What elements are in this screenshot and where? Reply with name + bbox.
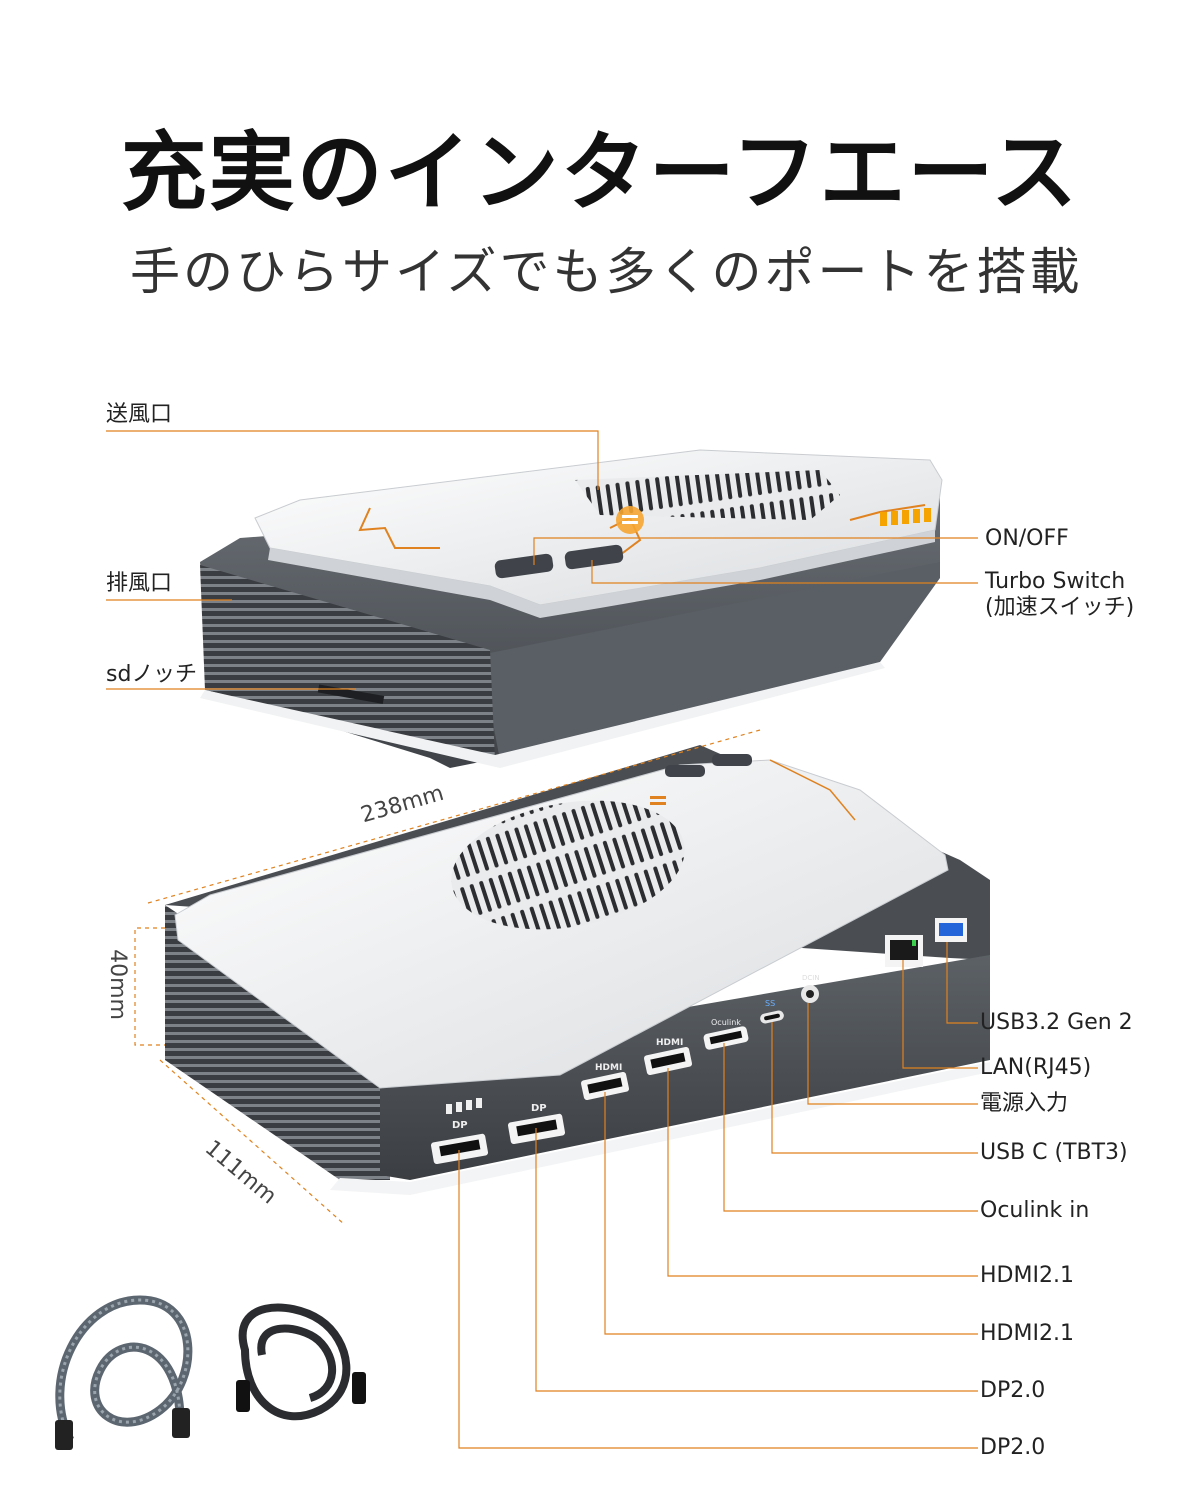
power-button[interactable] bbox=[494, 553, 554, 579]
turbo-glow bbox=[616, 506, 644, 534]
port-label-hdmi-1: HDMI2.1 bbox=[980, 1263, 1074, 1288]
silk-dp-b: DP bbox=[531, 1103, 547, 1114]
label-turbo-line1: Turbo Switch bbox=[985, 569, 1126, 594]
dimension-height: 40mm bbox=[104, 949, 130, 1020]
port-usbc bbox=[760, 1010, 784, 1024]
port-label-usbc: USB C (TBT3) bbox=[980, 1140, 1128, 1165]
accessory-braided-cable bbox=[55, 1295, 193, 1450]
port-label-oculink: Oculink in bbox=[980, 1198, 1090, 1223]
label-exhaust: 排風口 bbox=[106, 571, 173, 596]
port-oculink bbox=[703, 1026, 749, 1050]
silk-hdmi-a: HDMI bbox=[595, 1063, 622, 1073]
port-label-dp-2: DP2.0 bbox=[980, 1435, 1046, 1460]
silk-dp-a: DP bbox=[452, 1120, 468, 1131]
label-air-outlet: 送風口 bbox=[106, 402, 173, 427]
port-label-hdmi-2: HDMI2.1 bbox=[980, 1321, 1074, 1346]
label-power: ON/OFF bbox=[985, 526, 1069, 551]
lid-button-1[interactable] bbox=[665, 765, 705, 777]
top-device bbox=[106, 430, 978, 768]
turbo-button[interactable] bbox=[564, 544, 624, 570]
front-led bbox=[446, 1098, 482, 1114]
port-hdmi-2 bbox=[643, 1046, 693, 1076]
label-turbo-line2: (加速スイッチ) bbox=[985, 595, 1135, 621]
label-sd-notch: sdノッチ bbox=[106, 662, 197, 687]
port-dc-in bbox=[801, 985, 819, 1003]
port-dp-1 bbox=[430, 1133, 489, 1165]
label-turbo: Turbo Switch (加速スイッチ) bbox=[985, 569, 1134, 622]
port-hdmi-1 bbox=[580, 1071, 630, 1101]
page-subtitle: 手のひらサイズでも多くのポートを搭載 bbox=[130, 243, 1083, 301]
port-label-lan: LAN(RJ45) bbox=[980, 1055, 1092, 1080]
page-title: 充実のインターフエース bbox=[120, 123, 1080, 223]
port-lan bbox=[885, 935, 923, 967]
silk-oculink: Oculink bbox=[711, 1018, 741, 1027]
silk-usb-logo: SS bbox=[765, 999, 775, 1008]
lid-button-2[interactable] bbox=[712, 754, 752, 766]
accessory-black-cable bbox=[236, 1303, 366, 1421]
port-label-usb32: USB3.2 Gen 2 bbox=[980, 1010, 1133, 1035]
port-label-power-in: 電源入力 bbox=[980, 1091, 1069, 1116]
bottom-device: DP DP HDMI HDMI Oculink SS DCIN bbox=[134, 729, 990, 1449]
led-strip bbox=[880, 508, 931, 526]
silk-hdmi-b: HDMI bbox=[656, 1038, 683, 1048]
port-usb-a bbox=[935, 918, 967, 942]
port-label-dp-1: DP2.0 bbox=[980, 1378, 1046, 1403]
silk-dcin: DCIN bbox=[802, 974, 820, 982]
